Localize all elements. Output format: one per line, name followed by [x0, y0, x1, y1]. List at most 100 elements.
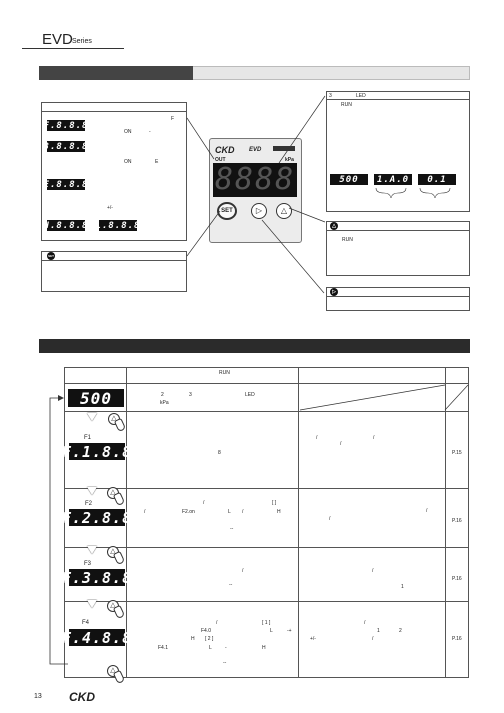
lcd-1a0: 1.A.0: [374, 174, 412, 185]
note-on-2: ON: [124, 159, 132, 165]
row3-label: F3: [84, 561, 92, 567]
page-title: EVD: [42, 31, 73, 48]
device-series-mark: [273, 146, 295, 151]
note-on-1: ON: [124, 129, 132, 135]
down-arrow-icon: [87, 413, 97, 421]
row4-desc-dash: --: [223, 660, 227, 666]
note-dash: -: [149, 129, 151, 135]
device-display: [213, 163, 297, 197]
device-brand: CKD: [215, 145, 235, 155]
col-line-1: [126, 367, 127, 678]
lcd-h: H.8.8.8: [43, 220, 89, 231]
row4-label: F4: [82, 620, 90, 626]
row2-desc-slash3: /: [242, 509, 244, 515]
set-panel-header: [41, 251, 187, 261]
row2-note-2: /: [329, 516, 331, 522]
device-model: EVD: [249, 147, 262, 153]
set-icon: SET: [47, 252, 55, 260]
row2-desc-h: H: [277, 509, 281, 515]
row4-desc-b1: [ 1 ]: [262, 620, 271, 626]
right-top-led: LED: [356, 93, 366, 99]
row2-desc-dash: --: [230, 526, 234, 532]
row4-desc-slash: /: [216, 620, 218, 626]
row4-desc-h2: H: [262, 645, 266, 651]
row0-desc-2: 2: [161, 392, 164, 398]
lcd-f: F.8.8.8: [43, 120, 89, 131]
row4-desc-mp: -+: [287, 628, 292, 634]
right-panel: [326, 287, 470, 311]
row1-page[interactable]: P.15: [452, 450, 462, 456]
flow-table: [64, 367, 469, 678]
lcd-row-1: F.1.8.8: [61, 442, 133, 461]
row3-desc-slash: /: [242, 568, 244, 574]
footer-brand: CKD: [69, 690, 95, 704]
row-line-2: [64, 488, 469, 489]
table-header-run: RUN: [219, 370, 230, 376]
row4-note-4: +/-: [310, 636, 316, 642]
lcd-l: L.8.8.8: [95, 220, 141, 231]
out-label: OUT: [215, 157, 226, 163]
brace-marks: [375, 187, 451, 199]
right-button[interactable]: ▷: [251, 203, 267, 219]
left-panel: [41, 102, 187, 241]
row4-desc-f40: F4.0: [201, 628, 212, 634]
row2-note-1: /: [426, 508, 428, 514]
row4-desc-b2: [ 2 ]: [205, 636, 214, 642]
table-header-line: [64, 383, 469, 384]
diagonal-line: [299, 384, 469, 411]
row-line-1: [64, 411, 469, 412]
up-panel: [326, 221, 470, 276]
lcd-row-2: F.2.8.8: [61, 508, 133, 527]
row4-desc-minus: -: [225, 645, 227, 651]
row2-page[interactable]: P.16: [452, 518, 462, 524]
lcd-all: 8.8.8.8: [43, 141, 89, 152]
row1-note-3: /: [373, 435, 375, 441]
row4-note-2: 1: [377, 628, 380, 634]
down-arrow-icon: [87, 487, 97, 495]
row1-label: F1: [84, 435, 92, 441]
row4-note-1: /: [364, 620, 366, 626]
page-number: 13: [34, 693, 42, 700]
row4-desc-l2: L: [209, 645, 212, 651]
set-panel: [41, 251, 187, 292]
left-panel-header: [41, 102, 187, 112]
lcd-e: E.8.8.8: [43, 179, 89, 190]
page-subtitle: Series: [72, 38, 92, 45]
row-line-3: [64, 547, 469, 548]
row3-note-1: /: [372, 568, 374, 574]
lcd-01: 0.1: [418, 174, 456, 185]
lcd-row-4: F.4.8.8: [61, 628, 133, 647]
set-button[interactable]: SET: [217, 202, 237, 220]
right-top-run: RUN: [341, 102, 352, 108]
row2-desc-slash: /: [203, 500, 205, 506]
row3-note-2: 1: [401, 584, 404, 590]
row4-note-3: 2: [399, 628, 402, 634]
row3-page[interactable]: P.16: [452, 576, 462, 582]
up-icon: △: [330, 222, 338, 230]
row0-desc-kpa: kPa: [160, 400, 169, 406]
right-top-3: 3: [329, 93, 332, 99]
note-e: E: [155, 159, 159, 165]
row4-page[interactable]: P.16: [452, 636, 462, 642]
lcd-row-0: 500: [68, 389, 124, 408]
right-icon: ▷: [330, 288, 338, 296]
row2-desc-f2on: F2.on: [182, 509, 195, 515]
right-panel-header: [326, 287, 470, 297]
row3-desc-dash: --: [229, 582, 233, 588]
leader-lines: [186, 95, 326, 294]
row1-note-1: /: [316, 435, 318, 441]
row1-desc-8: 8: [218, 450, 221, 456]
section-bar-1-dark: [39, 66, 193, 80]
note-f: F: [171, 116, 175, 122]
row0-desc-led: LED: [245, 392, 255, 398]
return-loop: [49, 395, 68, 665]
row2-desc-slash2: /: [144, 509, 146, 515]
down-arrow-icon: [87, 600, 97, 608]
row4-desc-f41: F4.1: [158, 645, 169, 651]
up-button[interactable]: △: [276, 203, 292, 219]
row2-desc-l: L: [228, 509, 231, 515]
unit-label: kPa: [285, 157, 294, 163]
row2-label: F2: [85, 501, 93, 507]
row4-desc-h1: H: [191, 636, 195, 642]
note-pm: +/-: [107, 205, 113, 211]
